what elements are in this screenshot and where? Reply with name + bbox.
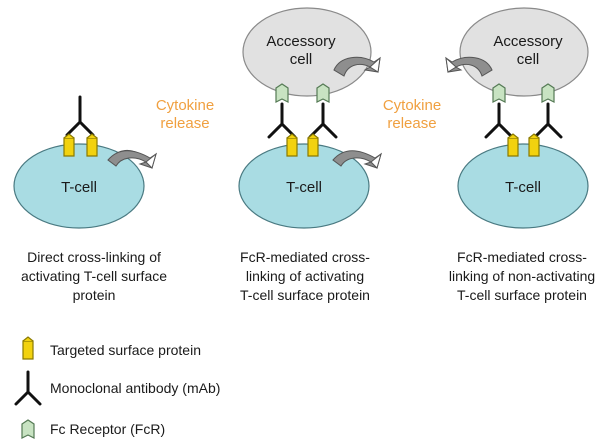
panel-caption: activating T-cell surface [21, 268, 167, 284]
legend-label: Fc Receptor (FcR) [50, 421, 165, 437]
accessory-cell [459, 7, 589, 97]
antibody-icon [267, 102, 297, 139]
panel-fcr-non-activating: Accessory cell T-cell FcR-mediated cross… [445, 7, 595, 303]
panel-direct: T-cell Cytokine release Direct cross-lin… [13, 95, 214, 303]
cytokine-label: Cytokine [383, 97, 441, 114]
surface-protein-icon [86, 133, 98, 157]
panel-caption: protein [73, 287, 116, 303]
fc-receptor-icon [21, 419, 35, 439]
panel-caption: FcR-mediated cross- [457, 249, 587, 265]
panel-caption: T-cell surface protein [457, 287, 587, 303]
surface-protein-icon [307, 133, 319, 157]
panel-caption: FcR-mediated cross- [240, 249, 370, 265]
accessory-cell-label: cell [290, 51, 313, 68]
accessory-cell-label: Accessory [493, 33, 563, 50]
accessory-cell-label: cell [517, 51, 540, 68]
panel-fcr-activating: Accessory cell T-cell Cytoki [238, 7, 441, 303]
fc-receptor-icon [492, 83, 506, 103]
antibody-icon [65, 95, 95, 137]
surface-protein-icon [63, 133, 75, 157]
curved-arrow-icon [332, 150, 382, 169]
curved-arrow-icon [445, 56, 493, 77]
t-cell [238, 143, 370, 229]
cytokine-label: Cytokine [156, 97, 214, 114]
t-cell-label: T-cell [505, 179, 541, 196]
legend: Targeted surface protein Monoclonal anti… [14, 336, 220, 439]
fc-receptor-icon [541, 83, 555, 103]
antibody-icon [308, 102, 338, 139]
accessory-cell [242, 7, 372, 97]
panel-caption: T-cell surface protein [240, 287, 370, 303]
t-cell [457, 143, 589, 229]
legend-label: Monoclonal antibody (mAb) [50, 380, 220, 396]
panel-caption: Direct cross-linking of [27, 249, 161, 265]
legend-item: Monoclonal antibody (mAb) [14, 370, 220, 406]
surface-protein-icon [507, 133, 519, 157]
legend-item: Targeted surface protein [22, 336, 201, 360]
cytokine-label: release [387, 115, 436, 132]
antibody-icon [14, 370, 42, 406]
cytokine-label: release [160, 115, 209, 132]
curved-arrow-icon [333, 56, 381, 77]
surface-protein-icon [22, 336, 34, 360]
panel-caption: linking of non-activating [449, 268, 595, 284]
fc-receptor-icon [275, 83, 289, 103]
t-cell-label: T-cell [61, 179, 97, 196]
fc-receptor-icon [316, 83, 330, 103]
antibody-icon [533, 102, 563, 139]
panel-caption: linking of activating [246, 268, 364, 284]
surface-protein-icon [528, 133, 540, 157]
antibody-icon [484, 102, 514, 139]
t-cell-label: T-cell [286, 179, 322, 196]
surface-protein-icon [286, 133, 298, 157]
t-cell [13, 143, 145, 229]
accessory-cell-label: Accessory [266, 33, 336, 50]
legend-item: Fc Receptor (FcR) [21, 419, 165, 439]
curved-arrow-icon [107, 150, 157, 169]
legend-label: Targeted surface protein [50, 342, 201, 358]
